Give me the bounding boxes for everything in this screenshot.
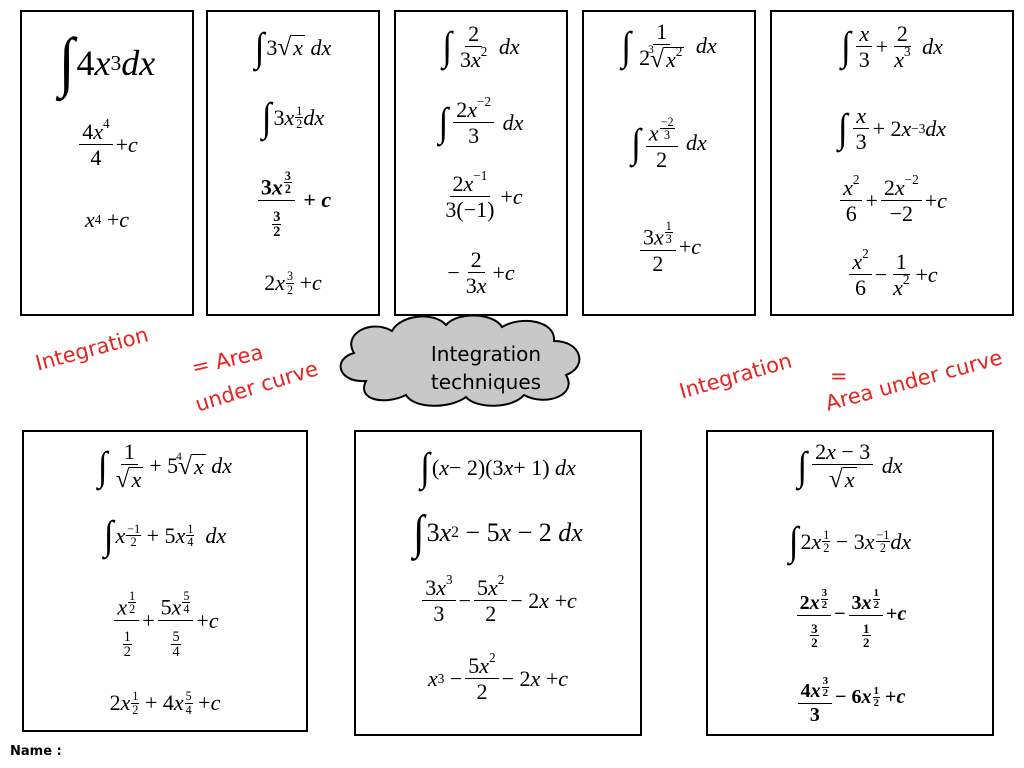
right-equals-label: = [830, 364, 848, 388]
right-area-under-curve-label: Area under curve [822, 345, 1005, 416]
right-integration-label: Integration [676, 348, 795, 404]
integral-3-root-x: ∫3√x dx [254, 25, 332, 70]
name-label: Name : [10, 744, 62, 759]
left-integration-label: Integration [32, 322, 151, 376]
cloud-line-2: techniques [430, 370, 542, 394]
integral-2x-minus-3-over-root-x: ∫ 2x − 3√x dx [797, 439, 903, 494]
cloud-line-1: Integration [430, 342, 542, 366]
cloud-title: Integration techniques [386, 340, 586, 396]
cloud-shape [339, 314, 581, 407]
